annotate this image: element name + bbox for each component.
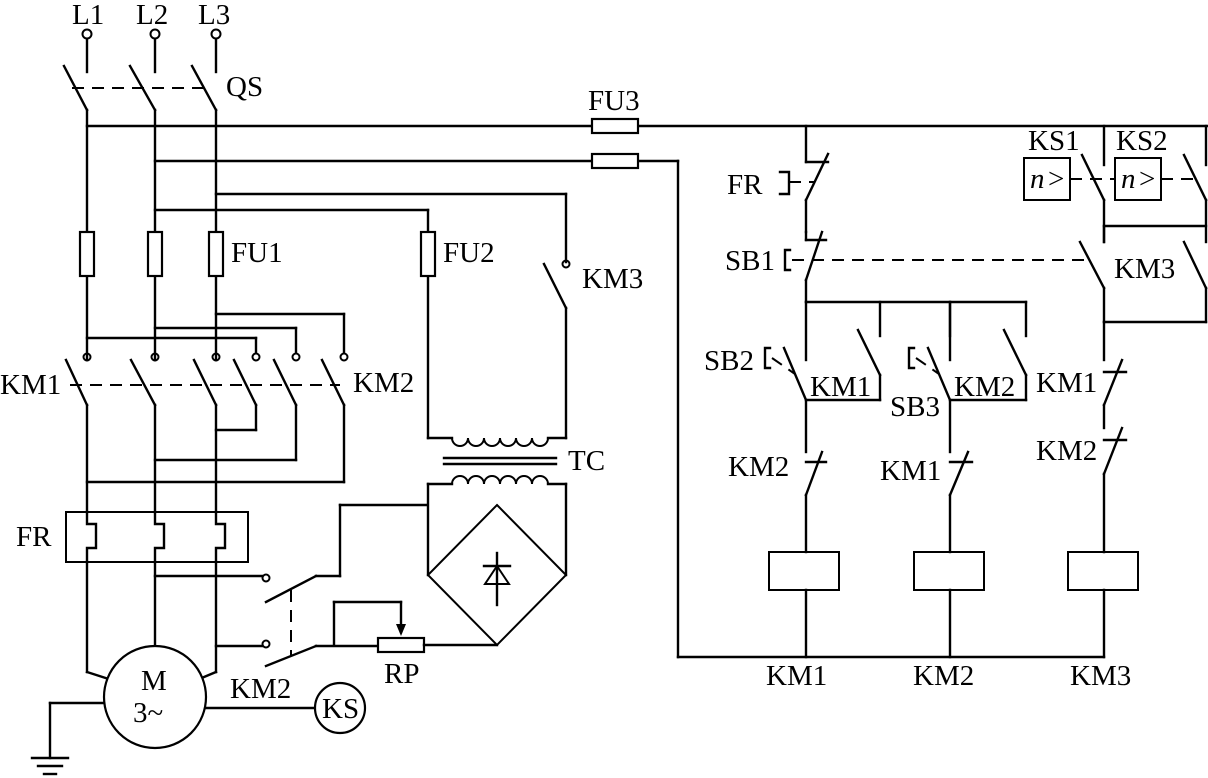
label-KM1-power: KM1	[0, 369, 61, 401]
label-KM3-power: KM3	[582, 263, 643, 295]
motor-leads	[85, 560, 264, 684]
label-KM2-hold: KM2	[954, 371, 1015, 403]
label-FR-power: FR	[16, 521, 52, 553]
branch-km2	[907, 300, 1028, 659]
fu2-fuse	[419, 230, 437, 278]
label-KM1-coil: KM1	[766, 660, 827, 692]
label-FR-ctrl: FR	[727, 169, 763, 201]
rp-rheostat	[332, 600, 499, 654]
label-KM3-coil: KM3	[1070, 660, 1131, 692]
fu3-fuse-2	[590, 152, 640, 170]
label-FU1: FU1	[231, 237, 283, 269]
fu1-fuse-1	[78, 230, 96, 278]
label-L2: L2	[136, 0, 168, 31]
km3-power-contact	[542, 259, 571, 310]
label-KM1-hold: KM1	[810, 371, 871, 403]
label-KM1-interlock: KM1	[880, 455, 941, 487]
label-KM2-coil: KM2	[913, 660, 974, 692]
speed-relay	[313, 681, 367, 735]
control-feed-wires	[85, 124, 1208, 659]
label-SB3: SB3	[890, 391, 940, 423]
ks1-n-symbol: n	[1030, 163, 1045, 195]
fu1-fuse-3	[207, 230, 225, 278]
ks2-gt-symbol: >	[1139, 163, 1155, 195]
label-SB2: SB2	[704, 345, 754, 377]
km2-brake-contacts	[261, 503, 429, 668]
label-KM2-b3: KM2	[1036, 435, 1097, 467]
label-M: M	[141, 665, 167, 697]
label-TC: TC	[568, 445, 605, 477]
label-FU3: FU3	[588, 85, 640, 117]
label-L3: L3	[198, 0, 230, 31]
ground-symbol	[30, 701, 106, 776]
label-KM2-interlock: KM2	[728, 451, 789, 483]
fr-thermal-relay	[65, 510, 249, 564]
label-KM1-b3: KM1	[1036, 367, 1097, 399]
ks2-n-symbol: n	[1121, 163, 1136, 195]
fu3-fuse-1	[590, 117, 640, 135]
label-L1: L1	[72, 0, 104, 31]
fu1-fuse-2	[146, 230, 164, 278]
ks1-gt-symbol: >	[1048, 163, 1064, 195]
label-KS1: KS1	[1028, 125, 1080, 157]
crossover-wires	[85, 403, 346, 514]
label-KS: KS	[322, 693, 359, 725]
branch-km1	[763, 300, 882, 659]
label-SB1: SB1	[725, 245, 775, 277]
ks-speed-contacts	[1023, 157, 1198, 201]
label-FU2: FU2	[443, 237, 495, 269]
supply-terminals	[81, 28, 222, 74]
tc-transformer	[426, 436, 568, 486]
label-KM2-brake: KM2	[230, 673, 291, 705]
rectifier-bridge	[426, 482, 568, 647]
label-KM2-power: KM2	[353, 367, 414, 399]
km2-feed-wires	[85, 312, 346, 354]
label-RP: RP	[384, 658, 419, 690]
motor	[102, 644, 208, 750]
label-QS: QS	[226, 71, 263, 103]
fr-nc-contact	[778, 124, 830, 234]
qs-switch	[62, 64, 218, 112]
branch-km3	[1067, 124, 1208, 659]
sb1-stop-button	[783, 230, 1092, 304]
label-KS2: KS2	[1116, 125, 1168, 157]
label-M-phase: 3~	[133, 697, 163, 729]
main-contacts	[64, 352, 349, 407]
transformer-feed-wires	[153, 192, 568, 440]
label-KM3-hold: KM3	[1114, 253, 1175, 285]
